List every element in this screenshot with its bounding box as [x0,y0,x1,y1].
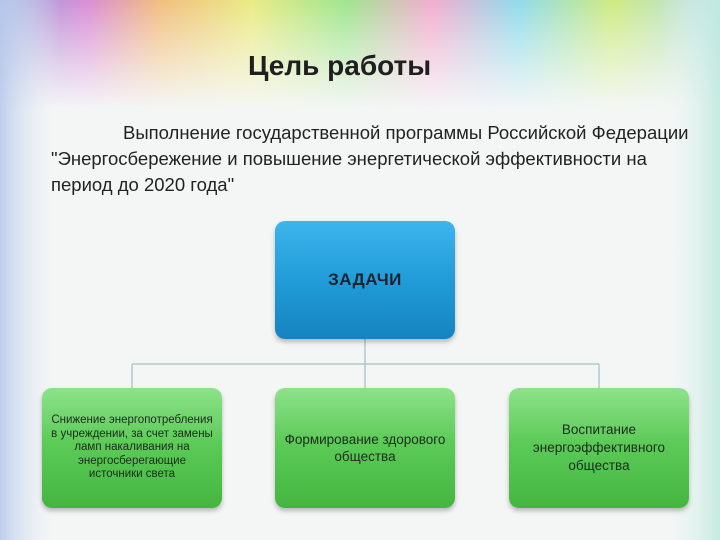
task-label-healthy-society: Формирование здорового общества [284,432,446,464]
task-box-energy-efficient-society: Воспитание энергоэффективного общества [509,388,689,508]
slide-title: Цель работы [248,50,432,81]
tasks-root-box: ЗАДАЧИ [275,221,455,339]
task-box-healthy-society: Формирование здорового общества [275,388,455,508]
task-box-energy-saving: Снижение энергопотребления в учреждении,… [42,388,222,508]
task-label-energy-efficient-society: Воспитание энергоэффективного общества [532,422,666,473]
task-label-energy-saving: Снижение энергопотребления в учреждении,… [51,414,213,481]
goal-text: Выполнение государственной программы Рос… [51,122,689,195]
tasks-root-label: ЗАДАЧИ [328,270,402,289]
